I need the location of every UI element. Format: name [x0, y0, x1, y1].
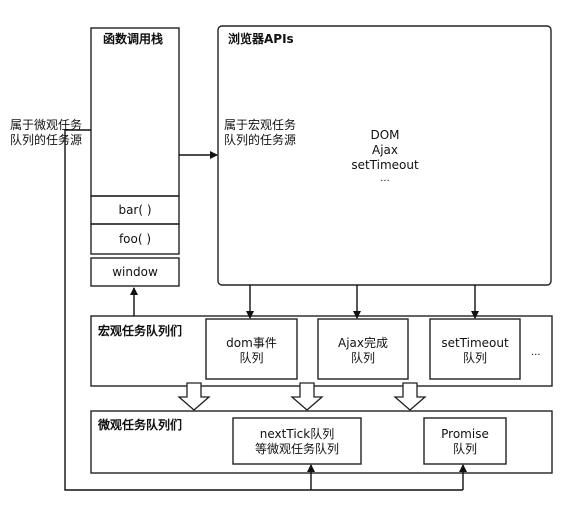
- macro-queue-settimeout-box: [429, 318, 521, 380]
- micro-queue-nexttick-box: [232, 417, 362, 465]
- macro-queue-ajax-line2: 队列: [350, 351, 375, 365]
- micro-queues-box: [90, 410, 553, 474]
- micro-queue-promise-line1: Promise: [441, 427, 489, 441]
- line-stack-to-microtask-loop: [64, 129, 463, 491]
- stack-frame-window: window: [112, 265, 158, 279]
- micro-queue-nexttick-line1: nextTick队列: [259, 427, 335, 441]
- macro-queue-settimeout-line1: setTimeout: [441, 336, 509, 350]
- micro-source-note-line2: 队列的任务源: [10, 133, 83, 147]
- api-settimeout: setTimeout: [351, 158, 419, 172]
- browser-apis-box: [217, 25, 552, 286]
- browser-apis-title: 浏览器APIs: [228, 32, 294, 46]
- macro-source-note-line1: 属于宏观任务: [224, 118, 297, 132]
- stack-frame-window-box: [90, 257, 180, 287]
- micro-queue-promise-line2: 队列: [452, 442, 477, 456]
- macro-queues-title: 宏观任务队列们: [98, 324, 183, 338]
- macro-queue-dom-line2: 队列: [239, 351, 264, 365]
- stack-frame-foo: foo( ): [118, 232, 152, 246]
- macro-queues-box: [90, 315, 553, 387]
- api-more: ...: [380, 173, 390, 184]
- macro-queue-settimeout-line2: 队列: [462, 351, 487, 365]
- micro-queue-nexttick-line2: 等微观任务队列: [254, 442, 339, 456]
- macro-source-note-line2: 队列的任务源: [224, 133, 297, 147]
- stack-frame-foo-box: [90, 223, 180, 255]
- micro-queues-title: 微观任务队列们: [98, 418, 183, 432]
- hollow-arrow-1: [177, 382, 211, 411]
- macro-queue-dom-box: [205, 318, 298, 380]
- call-stack-box: [90, 27, 180, 197]
- api-ajax: Ajax: [372, 143, 398, 157]
- macro-queue-more: ...: [531, 347, 541, 358]
- hollow-arrow-2: [290, 382, 324, 411]
- call-stack-title: 函数调用栈: [103, 32, 164, 46]
- macro-queue-ajax-line1: Ajax完成: [338, 336, 388, 350]
- micro-source-note-line1: 属于微观任务: [10, 118, 83, 132]
- hollow-arrow-3: [393, 382, 427, 411]
- macro-queue-dom-line1: dom事件: [226, 336, 277, 350]
- api-dom: DOM: [370, 128, 400, 142]
- stack-frame-bar: bar( ): [118, 203, 152, 217]
- macro-queue-ajax-box: [317, 318, 409, 380]
